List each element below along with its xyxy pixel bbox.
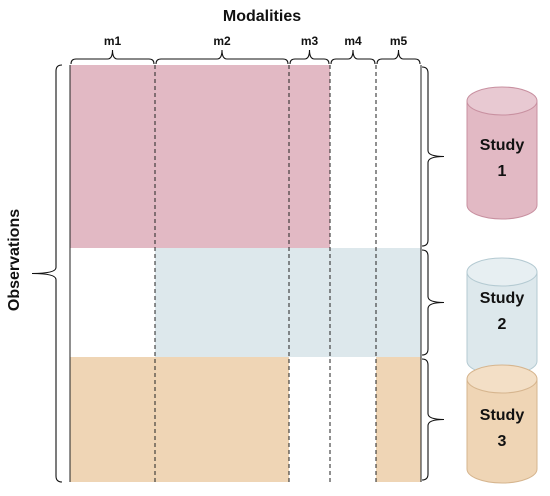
study-1-cylinder xyxy=(466,86,538,220)
cell-study2-m3 xyxy=(289,248,330,357)
modality-brace-m1 xyxy=(70,49,155,65)
study-3-cylinder-cap xyxy=(466,364,538,394)
cell-study3-m5 xyxy=(376,357,421,482)
modality-brace-m3 xyxy=(289,49,330,65)
cell-study1-m1 xyxy=(70,65,155,248)
modality-brace-m2 xyxy=(155,49,289,65)
cell-study1-m3 xyxy=(289,65,330,248)
coverage-cells xyxy=(70,65,421,482)
modality-label-m5: m5 xyxy=(390,34,408,48)
cell-study2-m4 xyxy=(330,248,376,357)
study-1-label-number: 1 xyxy=(498,163,507,180)
modality-label-m2: m2 xyxy=(213,34,231,48)
grid-lines xyxy=(69,65,422,482)
study-1-cylinder-cap xyxy=(466,86,538,116)
observations-label: Observations xyxy=(6,209,23,311)
diagram-title: Modalities xyxy=(223,8,301,25)
cell-study2-m2 xyxy=(155,248,289,357)
study-3-brace xyxy=(421,358,445,481)
study-2-label-number: 2 xyxy=(498,316,507,333)
braces xyxy=(31,49,445,483)
modality-label-m1: m1 xyxy=(104,34,122,48)
cell-study3-m2 xyxy=(155,357,289,482)
modality-label-m3: m3 xyxy=(301,34,319,48)
study-1-brace xyxy=(421,66,445,247)
study-1-label-word: Study xyxy=(480,137,525,154)
study-2-label-word: Study xyxy=(480,290,525,307)
study-2-brace xyxy=(421,249,445,356)
study-2-cylinder xyxy=(466,257,538,376)
cell-study2-m5 xyxy=(376,248,421,357)
modality-label-m4: m4 xyxy=(344,34,362,48)
study-1-cylinder-body xyxy=(466,100,538,220)
study-2-cylinder-cap xyxy=(466,257,538,287)
cell-study1-m2 xyxy=(155,65,289,248)
observations-brace xyxy=(31,64,63,483)
study-3-label-number: 3 xyxy=(498,433,507,450)
modality-brace-m4 xyxy=(330,49,376,65)
study-3-label-word: Study xyxy=(480,407,525,424)
study-3-cylinder xyxy=(466,364,538,484)
modality-brace-m5 xyxy=(376,49,421,65)
study-cylinders xyxy=(466,86,538,484)
cell-study3-m1 xyxy=(70,357,155,482)
study-3-cylinder-body xyxy=(466,378,538,484)
